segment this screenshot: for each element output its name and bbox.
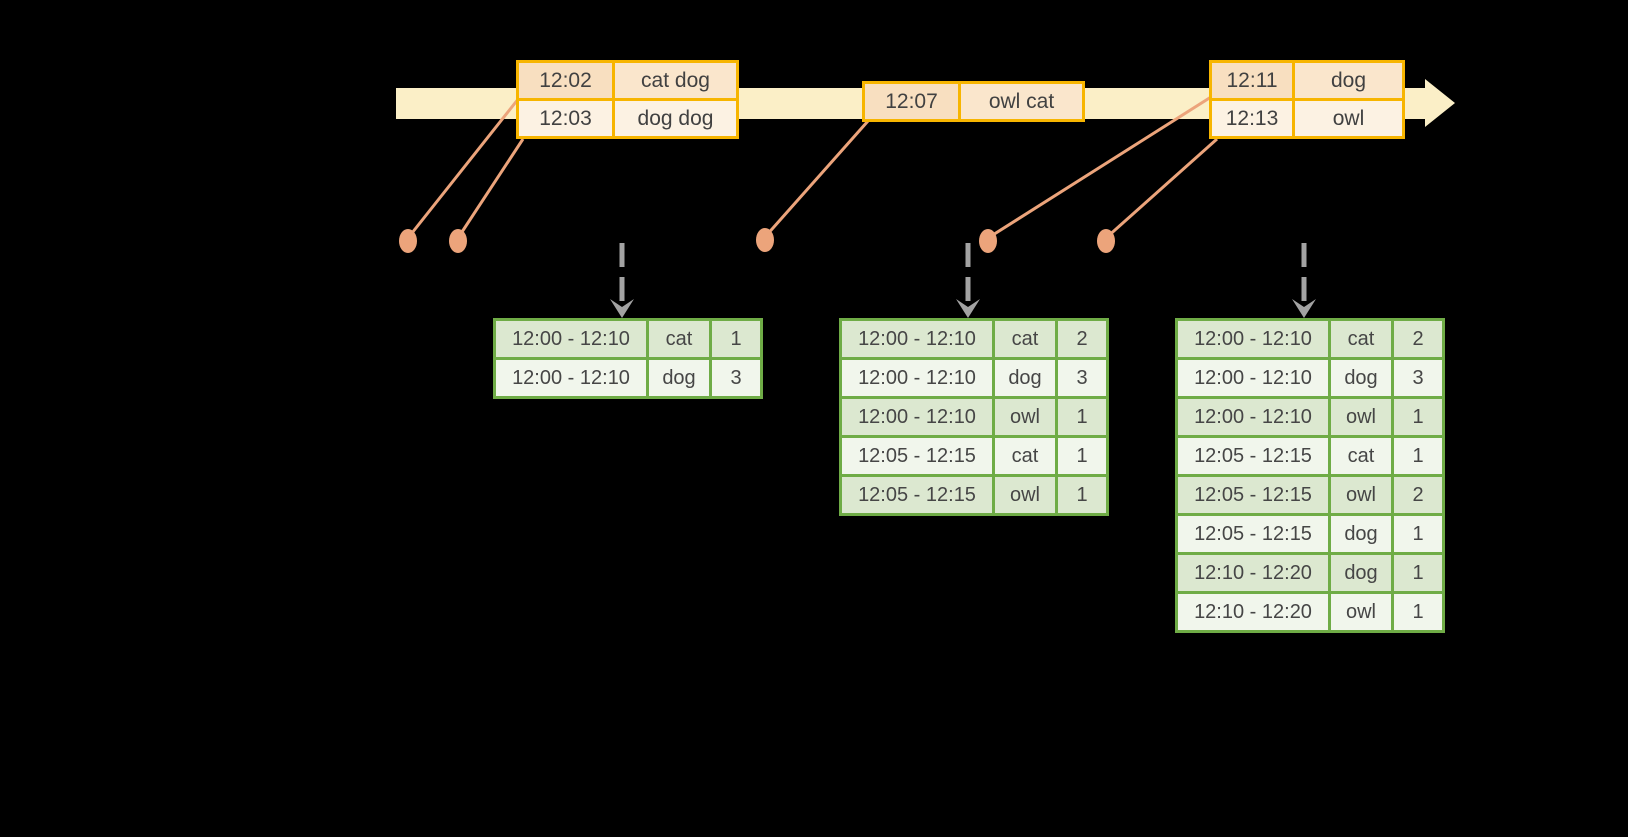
window-cell: 12:10 - 12:20 xyxy=(1175,552,1331,594)
count-cell: 1 xyxy=(1055,396,1109,438)
table-row: 12:00 - 12:10 cat 2 xyxy=(839,318,1109,360)
word-cell: dog xyxy=(1328,357,1394,399)
event-connector-line xyxy=(1105,137,1218,240)
table-row: 12:05 - 12:15 cat 1 xyxy=(1175,435,1445,477)
window-cell: 12:00 - 12:10 xyxy=(839,357,995,399)
event-time-cell: 12:11 xyxy=(1209,60,1295,101)
window-cell: 12:00 - 12:10 xyxy=(1175,318,1331,360)
count-cell: 2 xyxy=(1391,318,1445,360)
window-cell: 12:05 - 12:15 xyxy=(1175,513,1331,555)
window-cell: 12:00 - 12:10 xyxy=(1175,396,1331,438)
trigger-arrow-icon xyxy=(1292,243,1316,318)
window-cell: 12:00 - 12:10 xyxy=(839,396,995,438)
word-cell: dog xyxy=(1328,513,1394,555)
event-table-2: 12:07 owl cat xyxy=(862,81,1085,122)
event-row: 12:11 dog xyxy=(1209,60,1405,101)
count-cell: 1 xyxy=(1055,474,1109,516)
count-cell: 1 xyxy=(1391,435,1445,477)
event-row: 12:13 owl xyxy=(1209,98,1405,139)
count-cell: 3 xyxy=(709,357,763,399)
event-dots xyxy=(399,228,1115,253)
table-row: 12:00 - 12:10 dog 3 xyxy=(493,357,763,399)
word-cell: owl xyxy=(992,396,1058,438)
event-table-1: 12:02 cat dog 12:03 dog dog xyxy=(516,60,739,139)
word-cell: cat xyxy=(992,435,1058,477)
event-time-cell: 12:13 xyxy=(1209,98,1295,139)
window-cell: 12:05 - 12:15 xyxy=(839,474,995,516)
event-connector-line xyxy=(406,97,521,239)
count-cell: 1 xyxy=(1391,396,1445,438)
result-table-1: 12:00 - 12:10 cat 1 12:00 - 12:10 dog 3 xyxy=(493,318,763,399)
trigger-arrows xyxy=(610,243,1316,318)
event-connector-lines xyxy=(406,95,1218,240)
table-row: 12:10 - 12:20 owl 1 xyxy=(1175,591,1445,633)
window-cell: 12:00 - 12:10 xyxy=(839,318,995,360)
word-cell: owl xyxy=(1328,474,1394,516)
event-row: 12:07 owl cat xyxy=(862,81,1085,122)
event-time-cell: 12:07 xyxy=(862,81,961,122)
event-row: 12:03 dog dog xyxy=(516,98,739,139)
table-row: 12:05 - 12:15 dog 1 xyxy=(1175,513,1445,555)
result-table-3: 12:00 - 12:10 cat 2 12:00 - 12:10 dog 3 … xyxy=(1175,318,1445,633)
event-dot-icon xyxy=(399,229,417,253)
count-cell: 3 xyxy=(1055,357,1109,399)
event-dot-icon xyxy=(449,229,467,253)
event-dot-icon xyxy=(979,229,997,253)
event-connector-line xyxy=(987,95,1212,240)
table-row: 12:00 - 12:10 cat 2 xyxy=(1175,318,1445,360)
event-words-cell: dog dog xyxy=(612,98,739,139)
table-row: 12:05 - 12:15 owl 1 xyxy=(839,474,1109,516)
event-connector-line xyxy=(763,120,870,238)
window-cell: 12:10 - 12:20 xyxy=(1175,591,1331,633)
window-cell: 12:05 - 12:15 xyxy=(839,435,995,477)
event-dot-icon xyxy=(1097,229,1115,253)
table-row: 12:05 - 12:15 cat 1 xyxy=(839,435,1109,477)
word-cell: cat xyxy=(1328,318,1394,360)
word-cell: cat xyxy=(1328,435,1394,477)
table-row: 12:10 - 12:20 dog 1 xyxy=(1175,552,1445,594)
table-row: 12:00 - 12:10 dog 3 xyxy=(839,357,1109,399)
count-cell: 1 xyxy=(1391,513,1445,555)
word-cell: cat xyxy=(992,318,1058,360)
table-row: 12:05 - 12:15 owl 2 xyxy=(1175,474,1445,516)
count-cell: 1 xyxy=(1391,552,1445,594)
window-cell: 12:05 - 12:15 xyxy=(1175,474,1331,516)
table-row: 12:00 - 12:10 owl 1 xyxy=(1175,396,1445,438)
window-cell: 12:05 - 12:15 xyxy=(1175,435,1331,477)
window-cell: 12:00 - 12:10 xyxy=(1175,357,1331,399)
event-words-cell: owl cat xyxy=(958,81,1085,122)
count-cell: 1 xyxy=(1055,435,1109,477)
window-cell: 12:00 - 12:10 xyxy=(493,357,649,399)
table-row: 12:00 - 12:10 owl 1 xyxy=(839,396,1109,438)
table-row: 12:00 - 12:10 dog 3 xyxy=(1175,357,1445,399)
word-cell: cat xyxy=(646,318,712,360)
table-row: 12:00 - 12:10 cat 1 xyxy=(493,318,763,360)
result-table-2: 12:00 - 12:10 cat 2 12:00 - 12:10 dog 3 … xyxy=(839,318,1109,516)
window-cell: 12:00 - 12:10 xyxy=(493,318,649,360)
word-cell: dog xyxy=(646,357,712,399)
event-dot-icon xyxy=(756,228,774,252)
count-cell: 3 xyxy=(1391,357,1445,399)
word-cell: owl xyxy=(1328,591,1394,633)
word-cell: dog xyxy=(992,357,1058,399)
count-cell: 1 xyxy=(1391,591,1445,633)
event-row: 12:02 cat dog xyxy=(516,60,739,101)
event-words-cell: dog xyxy=(1292,60,1405,101)
word-cell: dog xyxy=(1328,552,1394,594)
count-cell: 1 xyxy=(709,318,763,360)
event-table-3: 12:11 dog 12:13 owl xyxy=(1209,60,1405,139)
count-cell: 2 xyxy=(1055,318,1109,360)
event-words-cell: owl xyxy=(1292,98,1405,139)
event-connector-line xyxy=(456,138,525,239)
trigger-arrow-icon xyxy=(956,243,980,318)
event-time-cell: 12:02 xyxy=(516,60,615,101)
count-cell: 2 xyxy=(1391,474,1445,516)
event-words-cell: cat dog xyxy=(612,60,739,101)
word-cell: owl xyxy=(992,474,1058,516)
event-time-cell: 12:03 xyxy=(516,98,615,139)
trigger-arrow-icon xyxy=(610,243,634,318)
timeline-arrowhead-icon xyxy=(1425,79,1455,127)
word-cell: owl xyxy=(1328,396,1394,438)
